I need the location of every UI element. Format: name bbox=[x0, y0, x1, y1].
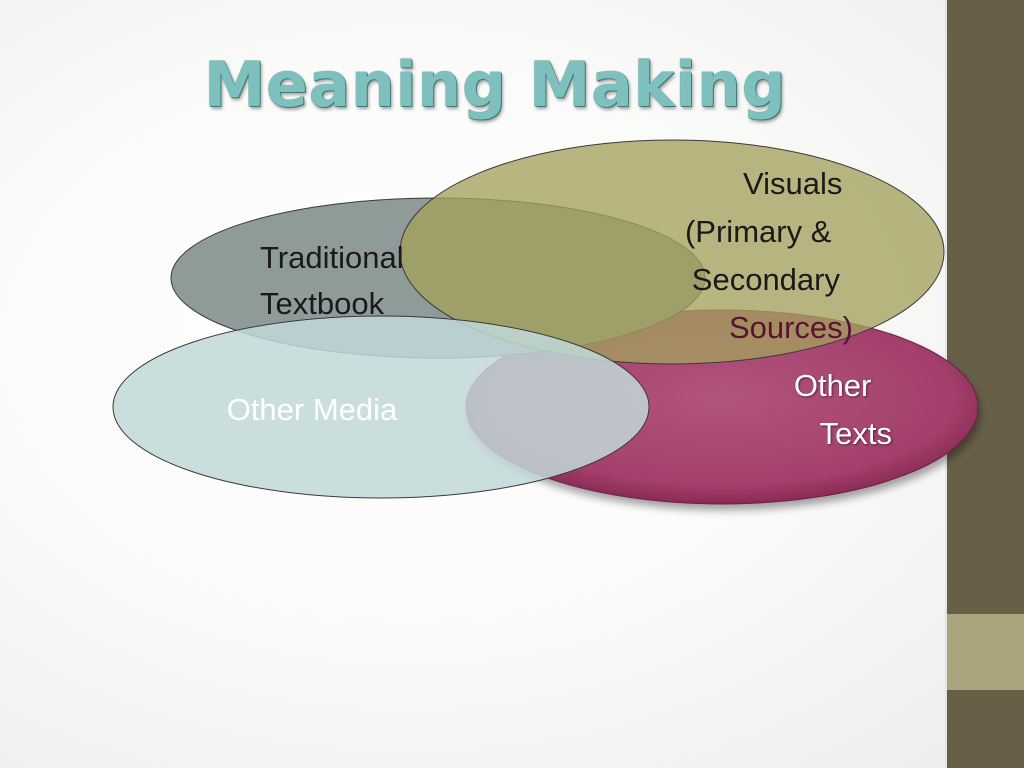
other-texts-label: Other Texts bbox=[794, 368, 892, 451]
sidebar-accent-block bbox=[947, 614, 1024, 690]
slide-title: Meaning Making bbox=[203, 48, 787, 121]
other-media-ellipse bbox=[112, 315, 650, 499]
visuals-label: Visuals (Primary & Secondary bbox=[685, 166, 851, 297]
traditional-textbook-label: Traditional Textbook bbox=[260, 240, 412, 321]
visuals-ellipse bbox=[399, 139, 945, 365]
visuals-label-sources: Sources) bbox=[729, 310, 853, 345]
other-media-label: Other Media bbox=[227, 392, 398, 427]
